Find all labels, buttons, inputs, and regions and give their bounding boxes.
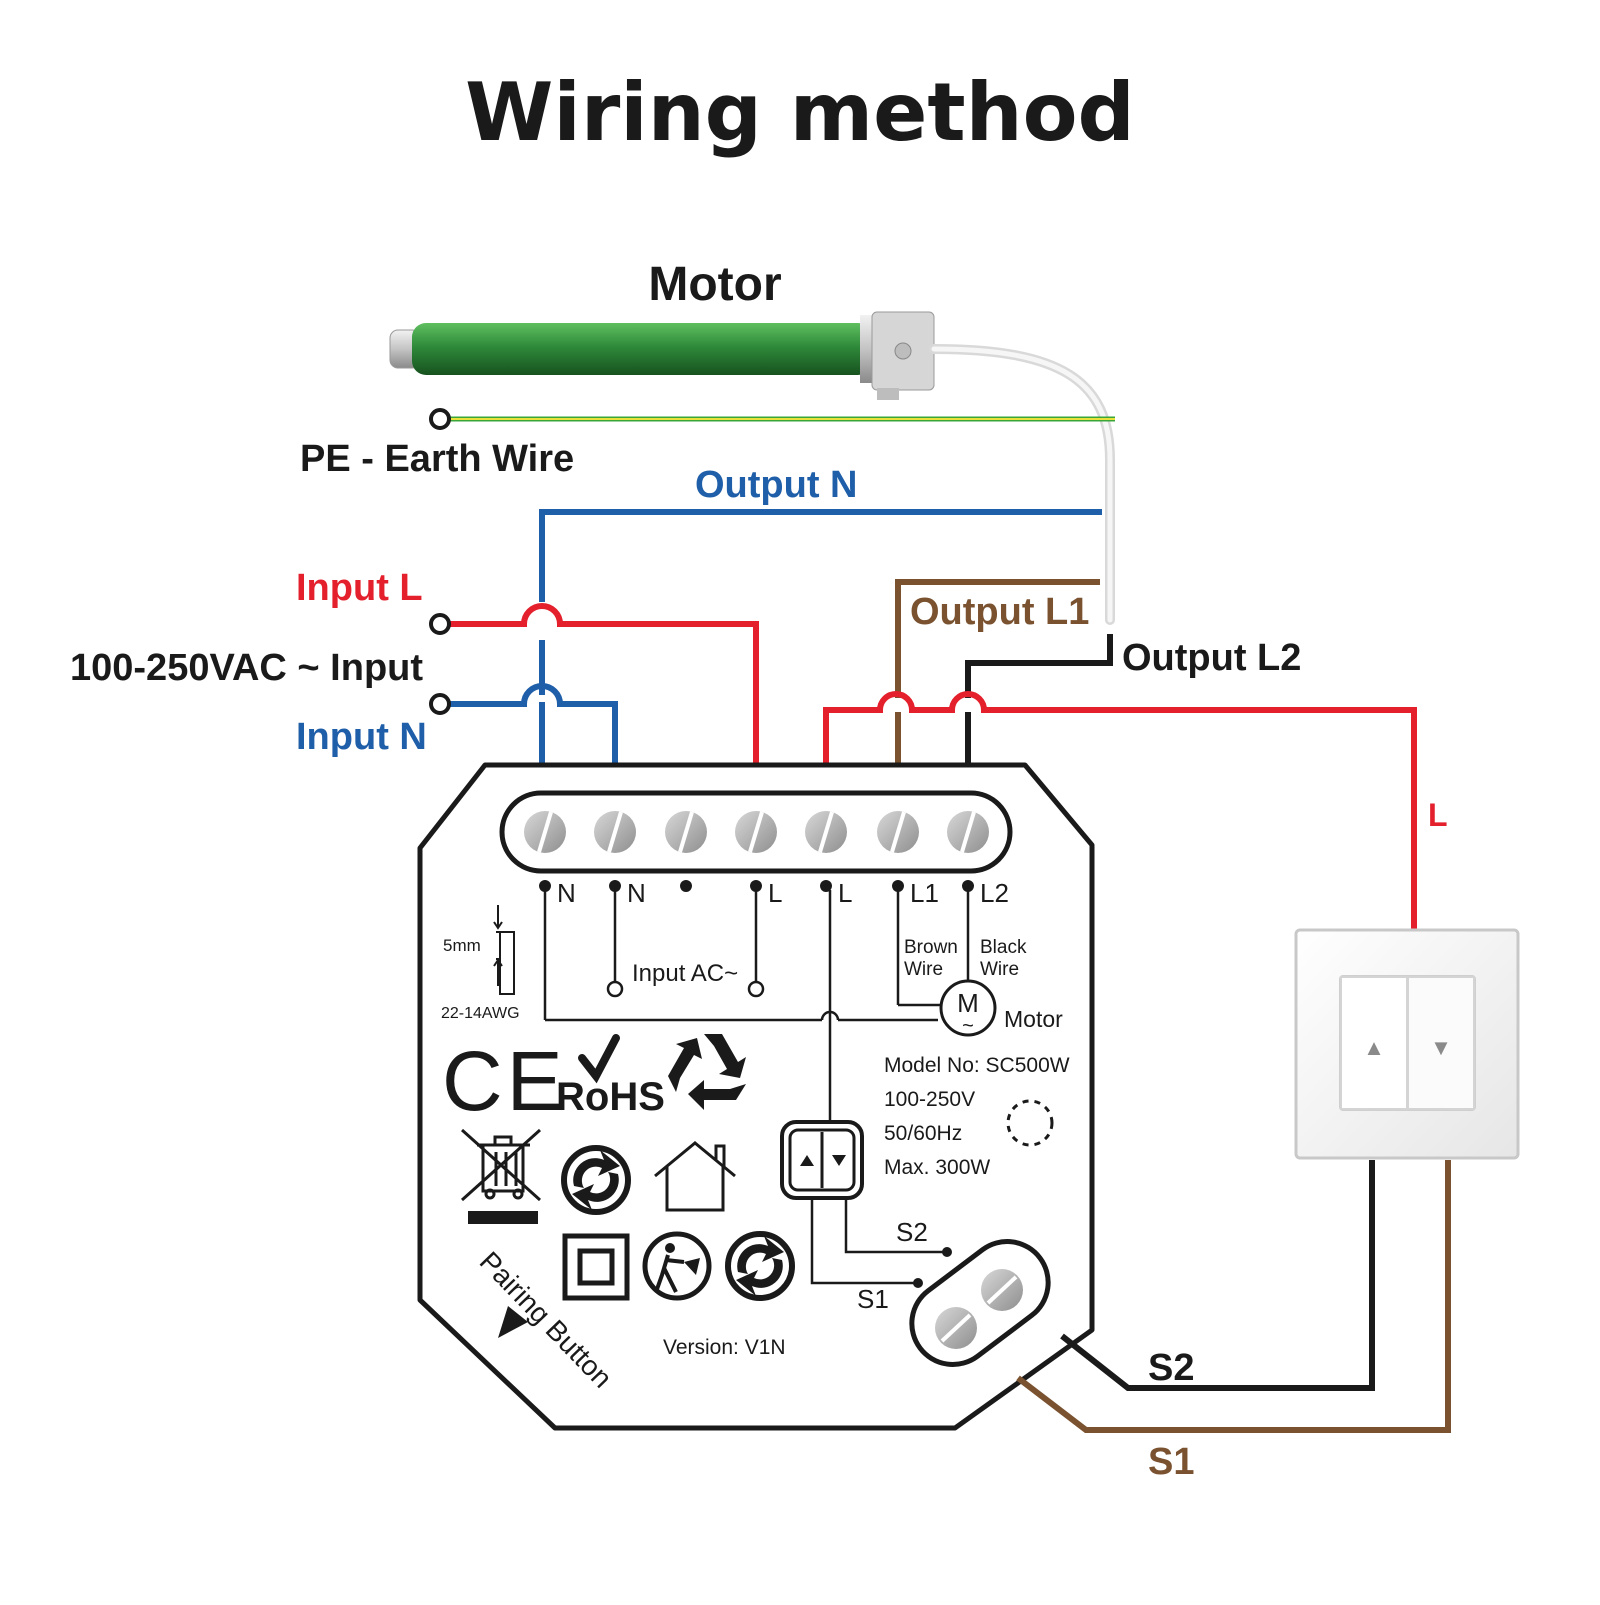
motor-title: Motor bbox=[648, 258, 781, 311]
pairing-led-icon bbox=[1006, 1099, 1054, 1147]
motor-symbol-tilde: ~ bbox=[962, 1015, 974, 1037]
switch-down-button[interactable] bbox=[1407, 976, 1475, 1110]
green-dot-icon-2 bbox=[725, 1231, 795, 1301]
double-insulation-icon bbox=[562, 1233, 630, 1301]
supply-label: 100-250VAC ~ Input bbox=[70, 647, 423, 689]
terminal-screw-slot bbox=[818, 811, 834, 853]
s2-label: S2 bbox=[1148, 1347, 1194, 1389]
output-n-wire bbox=[539, 509, 1102, 602]
switch-symbol-icon bbox=[780, 1120, 864, 1200]
terminal-screw-slot bbox=[607, 811, 623, 853]
motor-schematic-label: Motor bbox=[1004, 1006, 1063, 1032]
terminal-label: L1 bbox=[910, 878, 939, 908]
indoor-use-icon bbox=[654, 1141, 736, 1212]
version-label: Version: V1N bbox=[663, 1336, 786, 1359]
terminal-dot bbox=[750, 880, 762, 892]
input-n-terminal bbox=[429, 693, 451, 715]
terminal-dot bbox=[892, 880, 904, 892]
module-body bbox=[417, 762, 1095, 1431]
awg-label: 22-14AWG bbox=[441, 1005, 520, 1022]
s1-label: S1 bbox=[1148, 1441, 1194, 1483]
terminal-label: N bbox=[557, 878, 576, 908]
motor-symbol-m: M bbox=[957, 988, 979, 1018]
terminal-screw-slot bbox=[748, 811, 764, 853]
input-l-label: Input L bbox=[296, 567, 423, 609]
output-l2-label: Output L2 bbox=[1122, 637, 1301, 679]
input-ac-n-node bbox=[606, 980, 624, 998]
brown-wire-label-1: Brown bbox=[904, 937, 958, 958]
input-l-terminal bbox=[429, 613, 451, 635]
internal-s2-label: S2 bbox=[896, 1217, 928, 1247]
motor-symbol-icon bbox=[939, 979, 997, 1037]
output-l1-wire bbox=[895, 579, 1100, 698]
pairing-arrow-icon bbox=[498, 1306, 528, 1338]
output-l2-wire bbox=[965, 634, 1113, 698]
recycle-icon bbox=[668, 1034, 746, 1110]
terminal-dot bbox=[820, 880, 832, 892]
tidy-man-icon bbox=[642, 1231, 712, 1301]
weee-bin-icon bbox=[460, 1128, 542, 1224]
page-title: Wiring method bbox=[465, 66, 1135, 159]
s2-wire bbox=[1060, 1160, 1375, 1391]
input-ac-l-node bbox=[747, 980, 765, 998]
rohs-icon: RoHS bbox=[556, 1034, 665, 1119]
brown-wire-label-2: Wire bbox=[904, 959, 943, 980]
spec-line: Model No: SC500W bbox=[884, 1054, 1070, 1077]
strip-length-icon bbox=[493, 905, 515, 995]
internal-schematic bbox=[543, 890, 970, 1285]
terminal-dot bbox=[680, 880, 692, 892]
s-terminal-block bbox=[909, 1239, 1051, 1367]
rohs-label: RoHS bbox=[556, 1075, 665, 1119]
terminal-screw-slot bbox=[890, 811, 906, 853]
pe-earth-wire bbox=[429, 408, 1115, 430]
spec-line: 100-250V bbox=[884, 1088, 975, 1111]
s1-wire bbox=[1016, 1160, 1451, 1433]
green-dot-icon bbox=[561, 1145, 631, 1215]
terminal-screw-slot bbox=[537, 811, 553, 853]
terminal-dot bbox=[962, 880, 974, 892]
switch-down-arrow-icon: ▼ bbox=[1430, 1035, 1452, 1060]
output-n-label: Output N bbox=[695, 464, 858, 506]
black-wire-label-1: Black bbox=[980, 937, 1027, 958]
terminal-label: N bbox=[627, 878, 646, 908]
terminal-screws bbox=[524, 811, 989, 853]
input-n-wire bbox=[440, 683, 618, 765]
input-n-label: Input N bbox=[296, 716, 427, 758]
terminal-labels: N N L L L1 L2 bbox=[539, 878, 1009, 908]
input-ac-label: Input AC~ bbox=[632, 960, 738, 987]
black-wire-label-2: Wire bbox=[980, 959, 1019, 980]
pe-label: PE - Earth Wire bbox=[300, 438, 574, 480]
terminal-label: L bbox=[838, 878, 852, 908]
input-l-wire bbox=[440, 603, 759, 765]
spec-line: Max. 300W bbox=[884, 1156, 990, 1179]
terminal-screw-slot bbox=[960, 811, 976, 853]
wall-switch[interactable]: ▲ ▼ bbox=[1294, 928, 1520, 1160]
switch-up-button[interactable] bbox=[1340, 976, 1408, 1110]
terminal-label: L bbox=[768, 878, 782, 908]
switch-l-label: L bbox=[1428, 797, 1448, 833]
strip-length-label: 5mm bbox=[443, 936, 481, 955]
terminal-dot bbox=[609, 880, 621, 892]
switch-up-arrow-icon: ▲ bbox=[1363, 1035, 1385, 1060]
output-l1-label: Output L1 bbox=[910, 591, 1089, 633]
terminal-screw-slot bbox=[678, 811, 694, 853]
tubular-motor bbox=[389, 311, 1115, 625]
terminal-label: L2 bbox=[980, 878, 1009, 908]
terminal-dot bbox=[539, 880, 551, 892]
ce-mark-icon: CE bbox=[442, 1034, 567, 1128]
spec-line: 50/60Hz bbox=[884, 1122, 962, 1145]
internal-s1-label: S1 bbox=[857, 1284, 889, 1314]
switch-l-wire bbox=[823, 691, 1417, 930]
